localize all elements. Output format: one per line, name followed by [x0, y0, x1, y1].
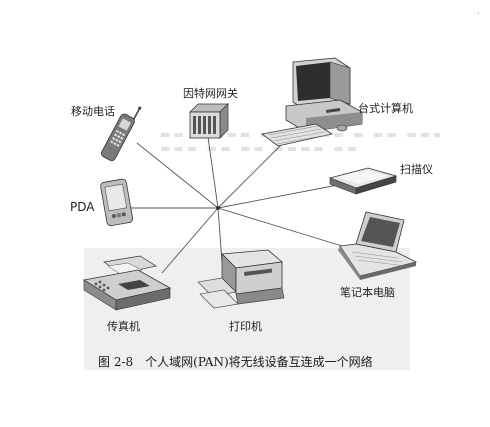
- label-mobile-phone: 移动电话: [71, 105, 115, 118]
- laptop-icon: [338, 211, 418, 280]
- pda-icon: [100, 178, 134, 227]
- label-desktop: 台式计算机: [358, 102, 413, 115]
- figure-number: 图 2-8: [98, 355, 134, 369]
- label-pda: PDA: [70, 200, 95, 214]
- hub-node: [216, 206, 220, 210]
- scanner-icon: [328, 167, 398, 195]
- line-to-laptop: [217, 207, 356, 251]
- line-to-gateway: [207, 136, 219, 209]
- line-to-fax: [161, 207, 219, 274]
- label-printer: 打印机: [229, 320, 262, 333]
- figure-caption: 图 2-8 个人域网(PAN)将无线设备互连成一个网络: [98, 353, 373, 370]
- label-gateway: 因特网网关: [183, 87, 238, 100]
- line-to-mobile-phone: [136, 142, 219, 209]
- label-laptop: 笔记本电脑: [340, 286, 395, 299]
- desktop-computer-icon: [261, 57, 363, 147]
- caption-text: 个人域网(PAN)将无线设备互连成一个网络: [145, 355, 373, 369]
- internet-gateway-icon: [189, 103, 229, 139]
- mobile-phone-icon: [101, 106, 142, 162]
- printer-icon: [197, 249, 285, 309]
- fax-machine-icon: [82, 255, 172, 311]
- label-scanner: 扫描仪: [400, 163, 433, 176]
- scan-corner-mark: ‚: [477, 6, 480, 15]
- line-to-scanner: [217, 184, 339, 209]
- connection-lines: [128, 136, 356, 274]
- line-to-printer: [217, 207, 223, 263]
- label-fax: 传真机: [107, 320, 140, 333]
- line-to-desktop: [217, 137, 289, 209]
